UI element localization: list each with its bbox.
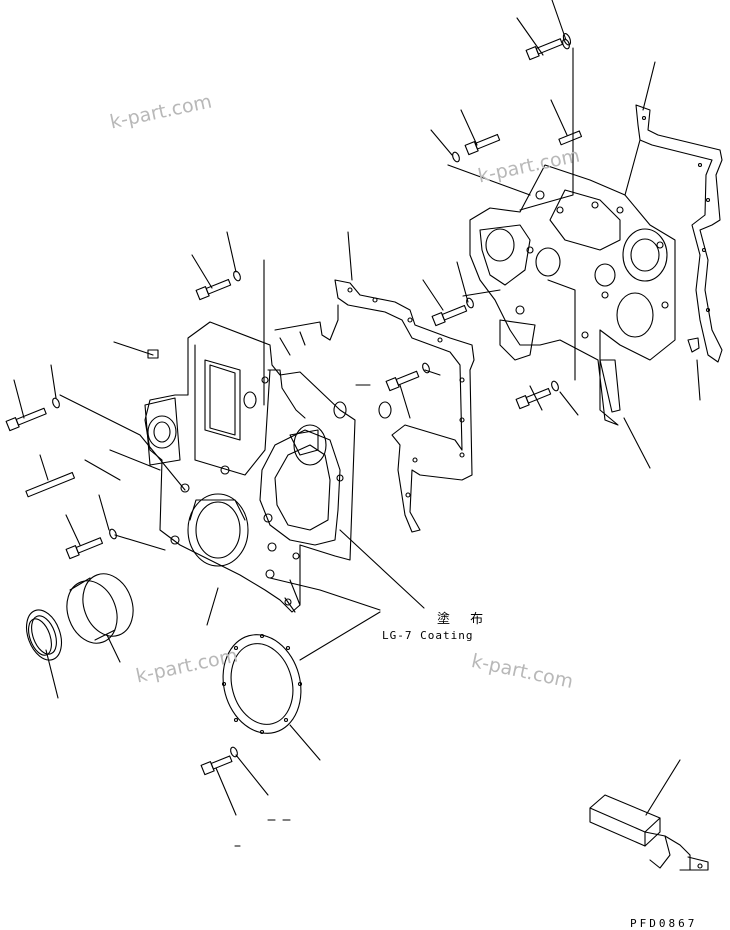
- seal-plate: [221, 633, 303, 735]
- middle-gasket: [274, 279, 475, 533]
- coating-label: LG-7 Coating: [382, 629, 474, 642]
- rear-gasket: [624, 104, 723, 363]
- bracket-lines: [59, 47, 576, 551]
- bolts: [5, 33, 700, 776]
- japanese-coating-label: 塗 布: [437, 612, 492, 627]
- leader-lines: [13, 0, 701, 816]
- front-cover: [144, 321, 356, 613]
- installer-tool: [589, 794, 709, 871]
- drawing-code: PFD0867: [630, 917, 698, 930]
- seals-rings: [25, 573, 134, 661]
- rear-housing: [469, 164, 676, 426]
- small-marks: [234, 819, 291, 847]
